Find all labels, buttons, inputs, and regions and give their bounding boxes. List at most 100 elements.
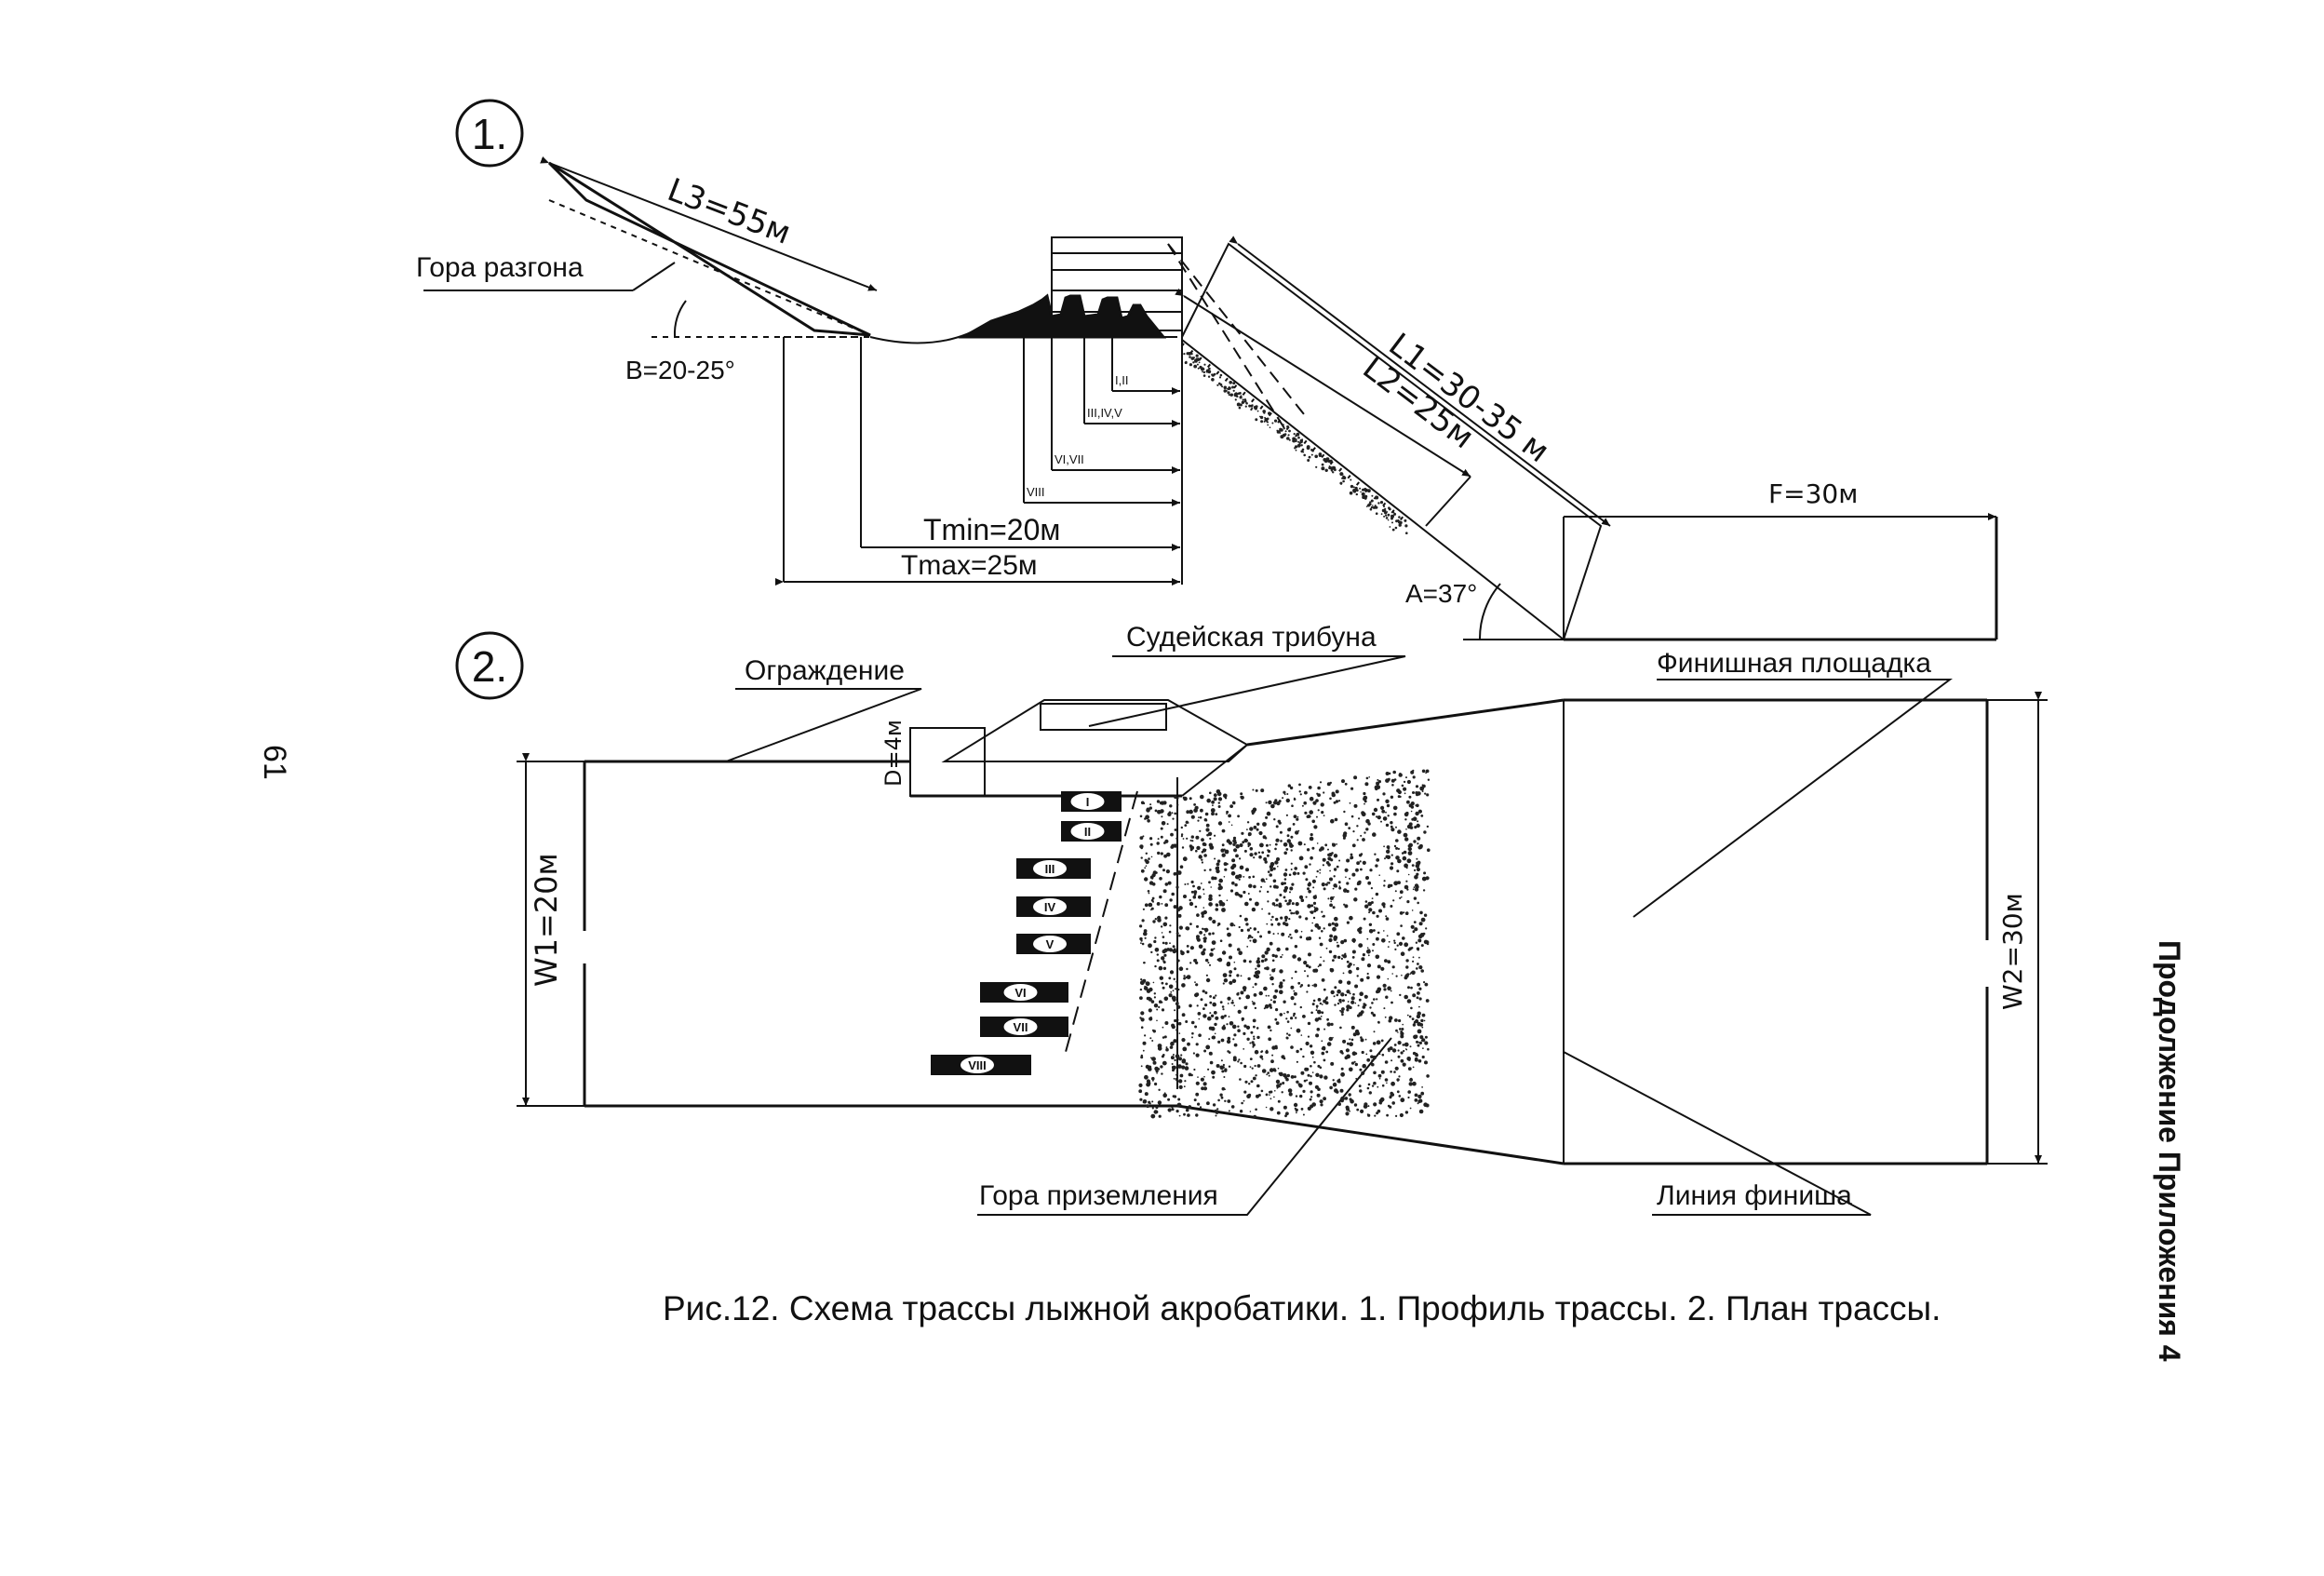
speckle-dot bbox=[1409, 1045, 1412, 1048]
speckle-dot bbox=[1167, 881, 1172, 885]
speckle-dot bbox=[1151, 1100, 1154, 1103]
speckle-dot bbox=[1289, 891, 1291, 894]
speckle-dot bbox=[1324, 468, 1328, 472]
speckle-dot bbox=[1279, 990, 1283, 994]
speckle-dot bbox=[1381, 809, 1386, 814]
speckle-dot bbox=[1332, 471, 1335, 474]
speckle-dot bbox=[1390, 990, 1392, 992]
speckle-dot bbox=[1333, 896, 1335, 898]
speckle-dot bbox=[1289, 933, 1292, 936]
landing-hill-label: Гора приземления bbox=[979, 1180, 1218, 1211]
speckle-dot bbox=[1293, 1012, 1296, 1016]
speckle-dot bbox=[1401, 974, 1403, 977]
speckle-dot bbox=[1267, 424, 1269, 426]
speckle-dot bbox=[1172, 1067, 1176, 1071]
speckle-dot bbox=[1176, 1004, 1181, 1009]
speckle-dot bbox=[1208, 963, 1212, 966]
speckle-dot bbox=[1417, 1041, 1419, 1044]
speckle-dot bbox=[1406, 800, 1410, 804]
speckle-dot bbox=[1161, 1055, 1164, 1058]
speckle-dot bbox=[1377, 1073, 1382, 1078]
speckle-dot bbox=[1291, 804, 1294, 807]
speckle-dot bbox=[1226, 863, 1229, 866]
speckle-dot bbox=[1241, 831, 1244, 835]
speckle-dot bbox=[1216, 1108, 1219, 1111]
speckle-dot bbox=[1175, 997, 1178, 999]
speckle-dot bbox=[1393, 1044, 1397, 1046]
speckle-dot bbox=[1330, 1061, 1335, 1066]
speckle-dot bbox=[1372, 832, 1377, 837]
speckle-dot bbox=[1249, 939, 1252, 942]
speckle-dot bbox=[1395, 1114, 1398, 1117]
finish-area-leader bbox=[1632, 679, 1953, 918]
speckle-dot bbox=[1224, 1099, 1227, 1103]
speckle-dot bbox=[1404, 863, 1408, 869]
speckle-dot bbox=[1383, 880, 1386, 882]
speckle-dot bbox=[1338, 859, 1341, 862]
speckle-dot bbox=[1251, 404, 1254, 407]
speckle-dot bbox=[1283, 793, 1286, 796]
speckle-dot bbox=[1320, 1103, 1323, 1107]
speckle-dot bbox=[1368, 929, 1374, 934]
speckle-dot bbox=[1407, 948, 1411, 951]
speckle-dot bbox=[1290, 911, 1294, 915]
speckle-dot bbox=[1329, 877, 1333, 882]
speckle-dot bbox=[1175, 988, 1177, 990]
side-note: Продолжение Приложения 4 bbox=[2153, 940, 2186, 1362]
speckle-dot bbox=[1403, 1049, 1405, 1053]
speckle-dot bbox=[1255, 901, 1259, 907]
speckle-dot bbox=[1299, 440, 1303, 444]
kicker-marker-label: II bbox=[1084, 825, 1091, 839]
trajectory-2 bbox=[1167, 243, 1290, 437]
speckle-dot bbox=[1300, 1108, 1304, 1111]
speckle-dot bbox=[1401, 852, 1404, 855]
speckle-dot bbox=[1171, 892, 1175, 896]
speckle-dot bbox=[1340, 1071, 1345, 1077]
speckle-dot bbox=[1239, 914, 1243, 918]
speckle-dot bbox=[1337, 1079, 1341, 1084]
speckle-dot bbox=[1331, 922, 1335, 925]
speckle-dot bbox=[1350, 815, 1354, 818]
speckle-dot bbox=[1184, 824, 1188, 827]
speckle-dot bbox=[1229, 923, 1234, 927]
speckle-dot bbox=[1148, 857, 1150, 860]
speckle-dot bbox=[1251, 907, 1256, 912]
speckle-dot bbox=[1322, 915, 1323, 918]
speckle-dot bbox=[1399, 993, 1402, 997]
speckle-dot bbox=[1193, 893, 1197, 896]
speckle-dot bbox=[1198, 816, 1200, 818]
speckle-dot bbox=[1140, 1065, 1143, 1068]
speckle-dot bbox=[1290, 996, 1295, 1001]
speckle-dot bbox=[1311, 819, 1315, 824]
speckle-dot bbox=[1416, 823, 1420, 828]
speckle-dot bbox=[1346, 960, 1350, 963]
speckle-dot bbox=[1421, 790, 1424, 792]
speckle-dot bbox=[1320, 802, 1324, 807]
speckle-dot bbox=[1150, 855, 1153, 858]
speckle-dot bbox=[1288, 899, 1292, 903]
speckle-dot bbox=[1389, 1016, 1393, 1020]
speckle-dot bbox=[1269, 1068, 1274, 1072]
speckle-dot bbox=[1319, 1017, 1322, 1020]
speckle-dot bbox=[1219, 903, 1223, 907]
speckle-dot bbox=[1359, 860, 1362, 863]
speckle-dot bbox=[1414, 869, 1417, 872]
speckle-dot bbox=[1391, 1048, 1397, 1053]
speckle-dot bbox=[1175, 1077, 1179, 1082]
speckle-dot bbox=[1171, 1023, 1175, 1028]
speckle-dot bbox=[1390, 854, 1393, 856]
speckle-dot bbox=[1402, 1062, 1406, 1067]
speckle-dot bbox=[1391, 528, 1395, 532]
speckle-dot bbox=[1413, 921, 1417, 923]
speckle-dot bbox=[1391, 521, 1393, 524]
speckle-dot bbox=[1198, 1017, 1201, 1020]
speckle-dot bbox=[1275, 1021, 1280, 1025]
speckle-dot bbox=[1203, 363, 1206, 366]
speckle-dot bbox=[1365, 1053, 1368, 1056]
speckle-dot bbox=[1277, 819, 1282, 823]
speckle-dot bbox=[1413, 840, 1417, 843]
speckle-dot bbox=[1154, 948, 1160, 952]
speckle-dot bbox=[1214, 1022, 1217, 1027]
speckle-dot bbox=[1161, 1001, 1163, 1004]
speckle-dot bbox=[1384, 1060, 1389, 1064]
